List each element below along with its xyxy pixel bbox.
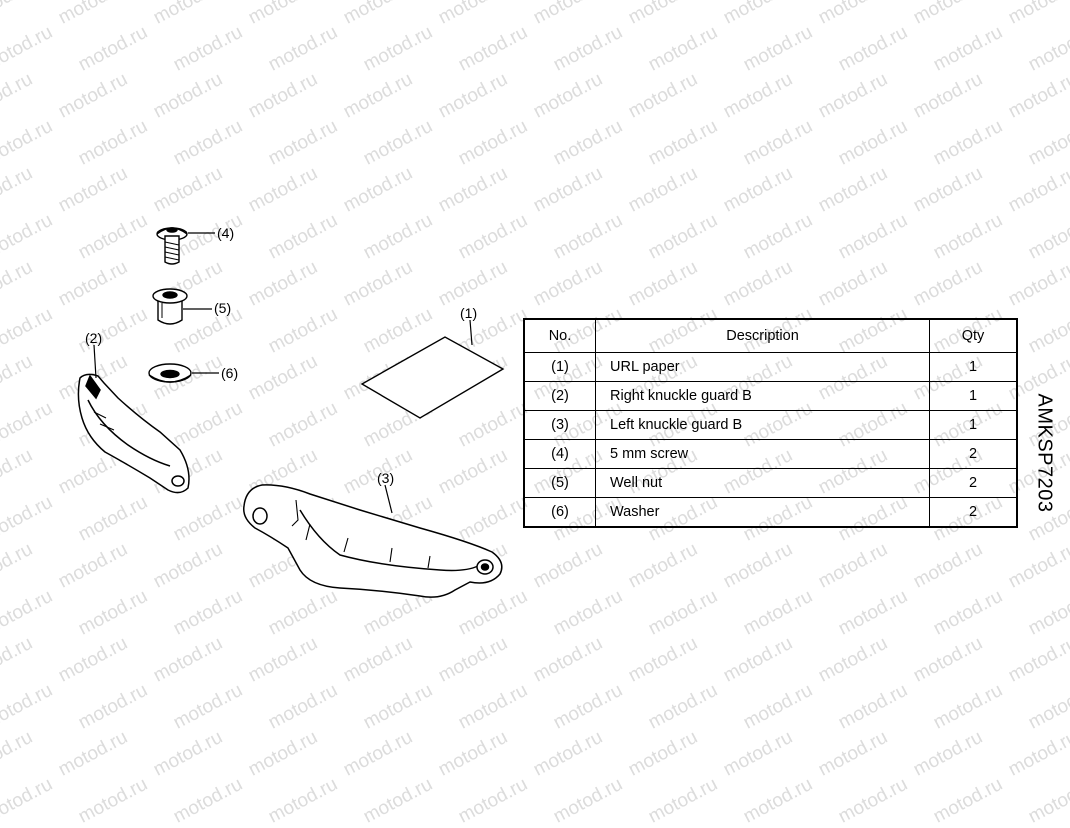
right-knuckle-guard-part <box>77 373 190 494</box>
washer-part <box>148 363 192 383</box>
header-description: Description <box>595 318 930 353</box>
row-no: (3) <box>523 410 596 440</box>
row-description: Well nut <box>595 468 930 498</box>
parts-table: No. Description Qty (1) URL paper 1 (2) … <box>523 318 1018 528</box>
well-nut-part <box>152 288 188 325</box>
screw-part <box>156 227 188 265</box>
header-qty: Qty <box>929 318 1018 353</box>
row-description: Right knuckle guard B <box>595 381 930 411</box>
row-description: Washer <box>595 497 930 528</box>
row-qty: 1 <box>929 381 1018 411</box>
row-no: (2) <box>523 381 596 411</box>
table-row: (1) URL paper 1 <box>523 352 1018 382</box>
row-qty: 2 <box>929 468 1018 498</box>
table-row: (2) Right knuckle guard B 1 <box>523 381 1018 411</box>
table-row: (3) Left knuckle guard B 1 <box>523 410 1018 440</box>
callout-6: (6) <box>221 365 238 381</box>
url-paper-part <box>360 336 505 419</box>
callout-4: (4) <box>217 225 234 241</box>
left-knuckle-guard-part <box>242 484 503 598</box>
callout-3: (3) <box>377 470 394 486</box>
row-qty: 1 <box>929 352 1018 382</box>
parts-diagram: (4) (5) (6) (2) (1) (3) <box>77 225 505 598</box>
diagram-code: AMKSP7203 <box>1033 393 1056 513</box>
callout-5: (5) <box>214 300 231 316</box>
table-row: (4) 5 mm screw 2 <box>523 439 1018 469</box>
table-row: (5) Well nut 2 <box>523 468 1018 498</box>
callout-2: (2) <box>85 330 102 346</box>
row-qty: 2 <box>929 497 1018 528</box>
header-no: No. <box>523 318 596 353</box>
callout-1: (1) <box>460 305 477 321</box>
row-no: (6) <box>523 497 596 528</box>
row-description: URL paper <box>595 352 930 382</box>
table-header-row: No. Description Qty <box>523 318 1018 353</box>
row-description: 5 mm screw <box>595 439 930 469</box>
row-no: (5) <box>523 468 596 498</box>
row-qty: 2 <box>929 439 1018 469</box>
row-qty: 1 <box>929 410 1018 440</box>
row-no: (4) <box>523 439 596 469</box>
table-row: (6) Washer 2 <box>523 497 1018 528</box>
row-no: (1) <box>523 352 596 382</box>
row-description: Left knuckle guard B <box>595 410 930 440</box>
